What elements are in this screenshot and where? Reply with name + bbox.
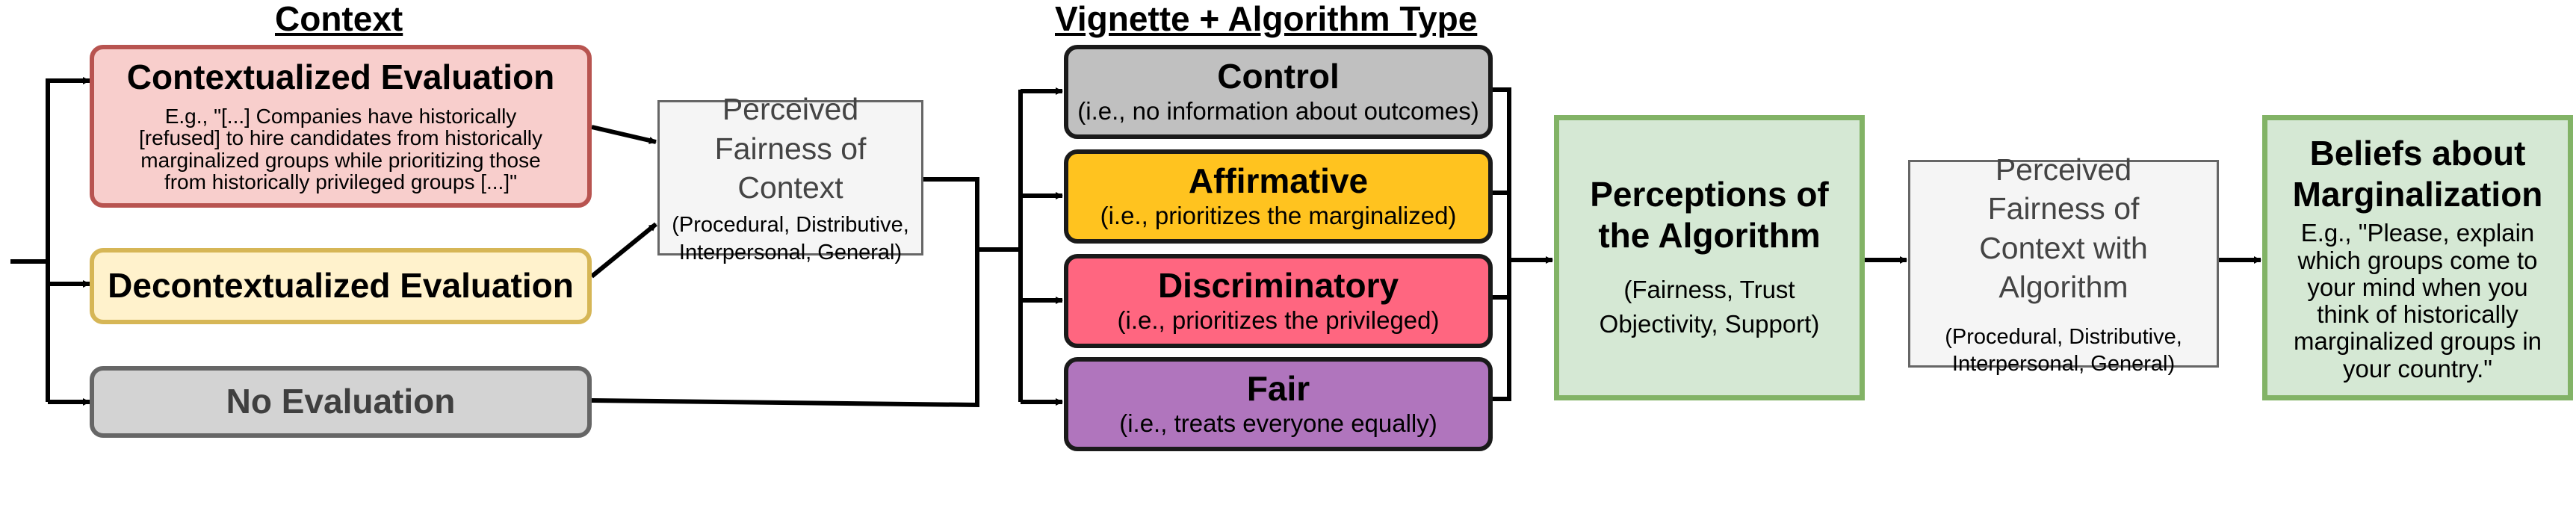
perceived-fairness-context-title: Perceived Fairness of Context: [714, 92, 867, 205]
algorithm-affirmative-label: Affirmative: [1188, 161, 1369, 200]
perceived-fairness-context-dims: (Procedural, Distributive, Interpersonal…: [672, 213, 909, 264]
heading-context: Context: [275, 0, 403, 38]
algorithm-affirmative-box: Affirmative (i.e., prioritizes the margi…: [1064, 149, 1493, 244]
algorithm-control-label: Control: [1217, 56, 1340, 96]
no-evaluation-box: No Evaluation: [90, 366, 592, 438]
algorithm-control-desc: (i.e., no information about outcomes): [1077, 97, 1479, 126]
beliefs-marginalization-box: Beliefs about Marginalization E.g., "Ple…: [2262, 115, 2573, 400]
perceptions-algorithm-dims: (Fairness, Trust Objectivity, Support): [1599, 276, 1820, 338]
no-evaluation-label: No Evaluation: [226, 382, 456, 421]
contextualized-evaluation-label: Contextualized Evaluation: [126, 58, 555, 97]
algorithm-discriminatory-box: Discriminatory (i.e., prioritizes the pr…: [1064, 254, 1493, 348]
algorithm-fair-box: Fair (i.e., treats everyone equally): [1064, 357, 1493, 451]
algorithm-fair-label: Fair: [1246, 368, 1310, 408]
perceptions-algorithm-title: Perceptions of the Algorithm: [1590, 174, 1829, 255]
algorithm-control-box: Control (i.e., no information about outc…: [1064, 45, 1493, 139]
contextualized-evaluation-example: E.g., "[...] Companies have historically…: [138, 105, 543, 194]
arrow-decontextualized-to-perceived: [590, 222, 657, 279]
beliefs-marginalization-title: Beliefs about Marginalization: [2292, 133, 2543, 214]
decontextualized-evaluation-box: Decontextualized Evaluation: [90, 248, 592, 324]
heading-vignette-algorithm-type: Vignette + Algorithm Type: [1055, 0, 1478, 38]
algorithm-affirmative-desc: (i.e., prioritizes the marginalized): [1100, 202, 1457, 230]
perceptions-algorithm-box: Perceptions of the Algorithm (Fairness, …: [1554, 115, 1865, 400]
perceived-fairness-context-box: Perceived Fairness of Context (Procedura…: [657, 92, 923, 264]
decontextualized-evaluation-label: Decontextualized Evaluation: [108, 266, 574, 306]
perceived-fairness-with-algorithm-box: Perceived Fairness of Context with Algor…: [1908, 152, 2219, 376]
beliefs-marginalization-example: E.g., "Please, explain which groups come…: [2293, 219, 2542, 383]
algorithm-fair-desc: (i.e., treats everyone equally): [1119, 409, 1437, 438]
perceived-fairness-with-algorithm-dims: (Procedural, Distributive, Interpersonal…: [1945, 324, 2182, 376]
perceived-to-merge: [923, 177, 979, 250]
perceived-fairness-with-algorithm-title: Perceived Fairness of Context with Algor…: [1979, 152, 2148, 305]
algorithm-discriminatory-label: Discriminatory: [1157, 265, 1399, 305]
contextualized-evaluation-box: Contextualized Evaluation E.g., "[...] C…: [90, 45, 592, 208]
control-join: [1493, 87, 1511, 401]
algorithm-discriminatory-desc: (i.e., prioritizes the privileged): [1117, 306, 1440, 335]
arrow-contextualized-to-perceived: [591, 125, 657, 144]
no-evaluation-to-merge: [591, 250, 979, 408]
